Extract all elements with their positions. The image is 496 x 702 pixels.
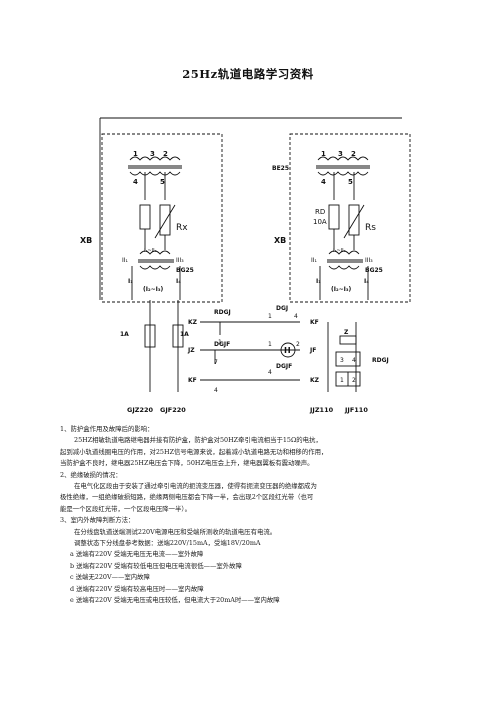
body-text: 1、防护盒作用及故障后的影响： 25HZ相敏轨道电路继电器并接有防护盒，防护盒对… (60, 424, 452, 607)
fuse-1a-right: 1A (180, 331, 189, 338)
right-coil-mid: I₃~II₃ (333, 248, 346, 254)
pin-4: 4 (352, 357, 356, 364)
right-terminal-5: 5 (348, 178, 353, 186)
circuit-diagram: 1 3 2 4 5 XB Rx II₁ III₃ I₃~II₃ BG25 I₁ … (80, 117, 411, 414)
contact-4c: 4 (268, 369, 272, 376)
section2-line: 极性绝缘，一组绝缘破损短路，绝缘两侧电压都会下降一半，会出现2个区段红光带（也可 (60, 493, 314, 502)
left-i1: I₁ (128, 278, 133, 285)
label-rdgj-right: RDGJ (372, 357, 389, 364)
label-kz-2: KZ (310, 377, 320, 384)
page-title: 25Hz轨道电路学习资料 (182, 67, 314, 81)
right-device-label: BG25 (365, 267, 383, 274)
section1-heading: 1、防护盒作用及故障后的影响： (60, 425, 154, 433)
section1-line: 起到减小轨道线圈电压的作用，对25HZ信号电源来说，起着减小轨道电路无功和相移的… (60, 447, 328, 456)
right-transformer-label: BE25 (272, 165, 289, 172)
contact-1c: 1 (268, 341, 272, 348)
right-fuse-label: RD (315, 208, 325, 216)
bottom-label-jjz110: JJZ110 (309, 406, 334, 414)
bottom-label-gjz220: GJZ220 (127, 406, 154, 414)
label-jf: JF (309, 347, 316, 354)
section3-item: a 送端有220V 受端无电压无电流——室外故障 (70, 550, 204, 559)
right-terminal-2: 2 (351, 150, 356, 158)
label-kf-2: KF (188, 377, 197, 384)
right-box-label: XB (274, 236, 286, 245)
right-i4: I₄ (364, 278, 369, 285)
right-fuse-rating: 10A (313, 218, 327, 226)
left-device-label: BG25 (176, 267, 194, 274)
right-terminal-4: 4 (321, 178, 326, 186)
left-terminal-4: 4 (133, 178, 138, 186)
section2-line: 在电气化区段由于安装了通过牵引电流的扼流变压器，使得有扼流变压器的绝缘都成为 (74, 482, 317, 491)
contact-7: 7 (214, 359, 218, 366)
left-i4: I₄ (176, 278, 181, 285)
contact-1b: 1 (218, 339, 222, 346)
right-i1: I₁ (316, 278, 321, 285)
right-coil-right: III₃ (365, 257, 373, 264)
left-coil-left: II₁ (122, 257, 129, 264)
section3-item: b 送端有220V 受端有较低电压但电压电流很低——室外故障 (70, 561, 242, 570)
fuse-1a-left: 1A (120, 331, 129, 338)
label-rdgj: RDGJ (214, 309, 231, 316)
label-kz: KZ (188, 319, 198, 326)
label-z: Z (344, 329, 349, 336)
left-i2i3: (I₂~I₃) (143, 286, 163, 293)
left-resistor-label: Rx (176, 223, 188, 233)
section3-item: d 送端有220V 受端有较高电压时——室内故障 (70, 584, 204, 593)
label-h: H (284, 346, 291, 355)
pin-3: 3 (340, 357, 344, 364)
right-coil-left: II₁ (311, 257, 318, 264)
bottom-label-gjf220: GJF220 (160, 406, 186, 414)
contact-1a: 1 (268, 313, 272, 320)
section2-heading: 2、绝缘破损的情况： (60, 470, 122, 479)
section2-line: 能是一个区段红光带，一个区段电压降一半）。 (60, 504, 192, 513)
left-coil-right: III₃ (176, 257, 184, 264)
bottom-label-jjf110: JJF110 (344, 406, 368, 414)
left-terminal-5: 5 (160, 178, 165, 186)
section3-line: 调整状态下分线盘参考数据：送端220V/15mA，受端18V/20mA (74, 539, 261, 548)
label-dgj: DGJ (276, 305, 288, 312)
left-terminal-1: 1 (133, 150, 138, 158)
section3-line: 在分线盘轨道送端测试220V电源电压和受端所测收的轨道电压有电流。 (74, 527, 277, 536)
left-coil-mid: I₃~II₃ (144, 248, 157, 254)
right-terminal-1: 1 (321, 150, 326, 158)
label-dgjf-2: DGJF (276, 363, 292, 370)
left-terminal-3: 3 (150, 150, 155, 158)
contact-4b: 4 (214, 387, 218, 394)
section1-line: 当防护盒不良时，继电器25HZ电压会下降，50HZ电压会上升，继电器翼板有震动噪… (60, 459, 314, 468)
pin-2: 2 (352, 377, 356, 384)
section3-heading: 3、室内外故障判断方法： (60, 516, 135, 525)
section1-line: 25HZ相敏轨道电路继电器并接有防护盒，防护盒对50HZ牵引电流相当于15Ω的电… (74, 436, 322, 445)
left-terminal-2: 2 (163, 150, 168, 158)
right-terminal-3: 3 (338, 150, 343, 158)
section3-item: c 送端无220V——室内故障 (70, 573, 150, 582)
right-i2i3: (I₂~I₃) (331, 286, 351, 293)
label-dgjf: DGJF (214, 341, 230, 348)
right-resistor-label: Rs (365, 223, 376, 233)
left-box-label: XB (80, 236, 92, 245)
section3-item: e 送端有220V 受端无电压或电压较低，但电流大于20mA时——室内故障 (70, 596, 280, 605)
label-jz: JZ (187, 347, 195, 354)
contact-2: 2 (296, 341, 300, 348)
contact-4a: 4 (294, 313, 298, 320)
label-kf: KF (310, 319, 319, 326)
pin-1: 1 (340, 377, 344, 384)
